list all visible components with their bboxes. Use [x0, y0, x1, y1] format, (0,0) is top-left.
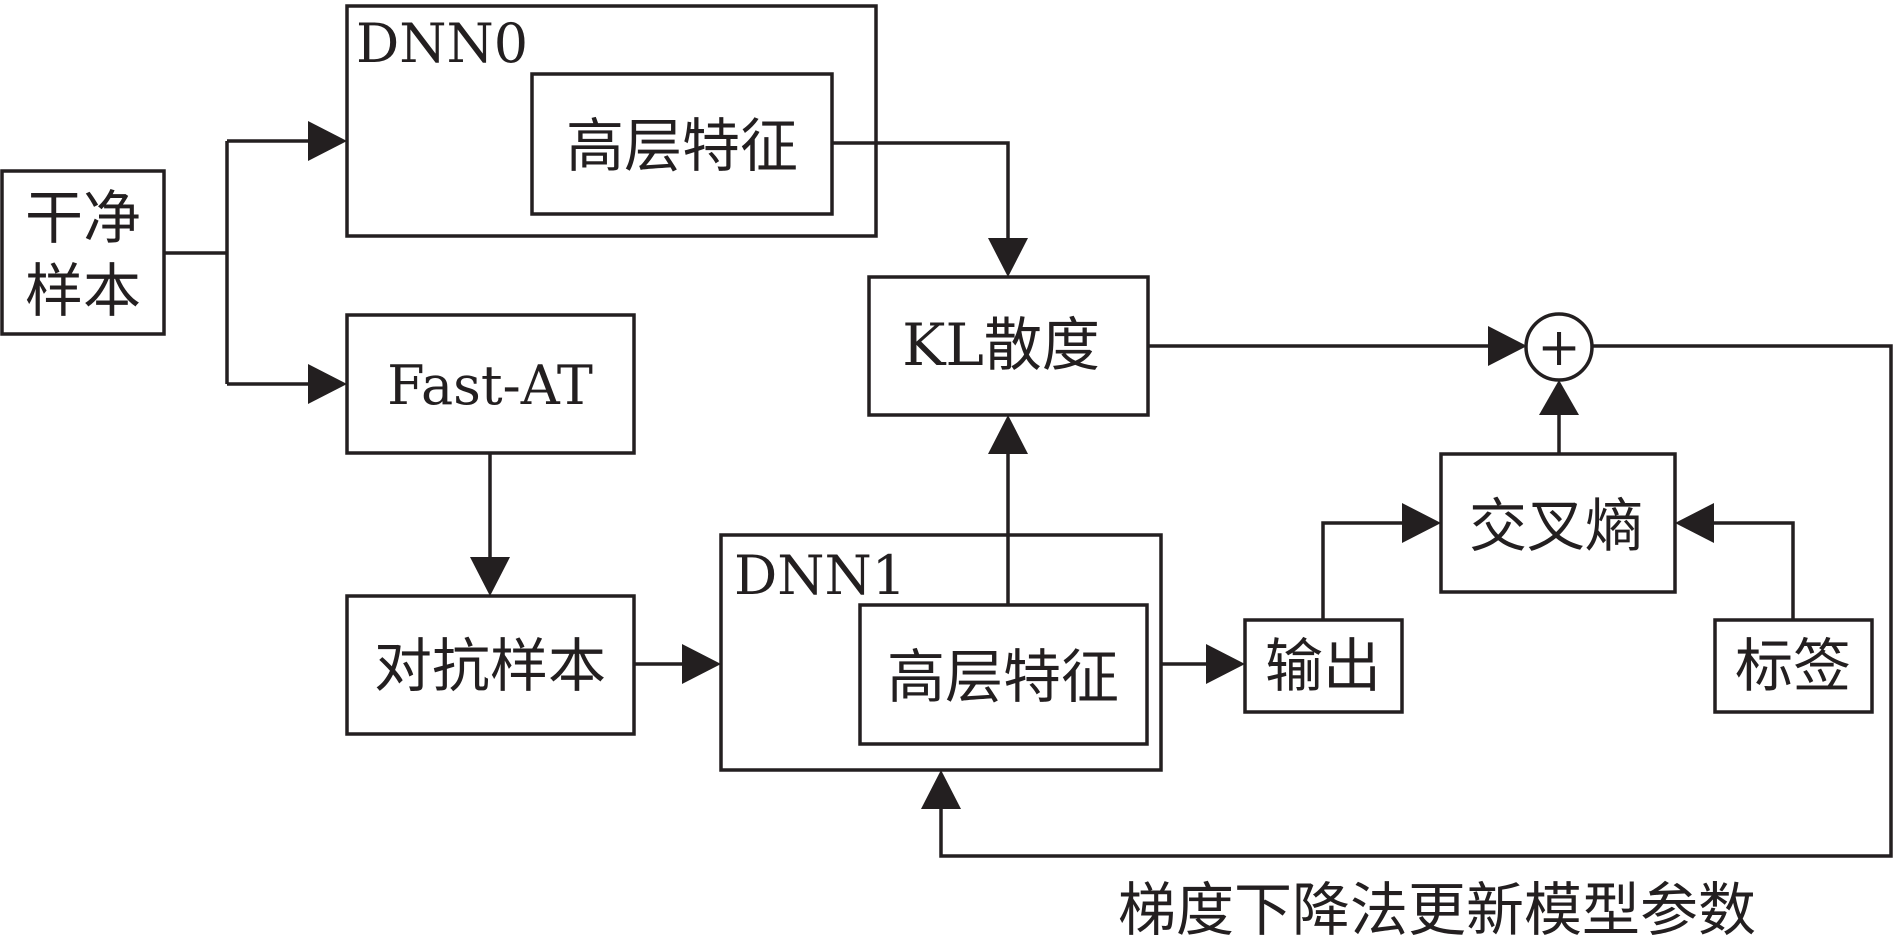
feedback-caption: 梯度下降法更新模型参数 — [1118, 876, 1756, 944]
edge-dnn0-feature-to-kl — [832, 141, 1010, 238]
clean-samples-label-line1: 干净 — [25, 184, 141, 252]
arrow-into-dnn0 — [308, 121, 347, 161]
arrow-into-dnn1 — [682, 644, 721, 684]
arrow-into-fast-at — [308, 364, 347, 404]
output-node: 输出 — [1243, 618, 1404, 714]
kl-divergence-label: KL散度 — [902, 311, 1100, 379]
arrow-into-output — [1206, 644, 1245, 684]
arrow-into-adversarial — [470, 557, 510, 596]
cross-entropy-node: 交叉熵 — [1439, 452, 1677, 594]
edge-output-to-cross-entropy — [1321, 521, 1402, 620]
cross-entropy-label: 交叉熵 — [1469, 492, 1643, 560]
sum-node: + — [1524, 312, 1594, 382]
adversarial-samples-node: 对抗样本 — [345, 594, 636, 736]
dnn1-label: DNN1 — [734, 544, 906, 607]
arrowheads — [308, 121, 1714, 809]
label-node-label: 标签 — [1735, 632, 1851, 700]
connectors — [164, 139, 1893, 858]
sum-symbol: + — [1537, 318, 1581, 378]
output-label: 输出 — [1265, 632, 1381, 700]
arrow-into-sum-bottom — [1539, 380, 1579, 415]
label-node: 标签 — [1713, 618, 1874, 714]
arrow-into-cross-entropy-right — [1675, 503, 1714, 543]
dnn1-feature-label: 高层特征 — [887, 643, 1119, 711]
edge-sum-feedback-to-dnn1 — [939, 344, 1893, 858]
clean-samples-node: 干净 样本 — [0, 169, 166, 336]
dnn0-feature-node: 高层特征 — [530, 72, 834, 216]
edge-label-to-cross-entropy — [1714, 521, 1795, 620]
kl-divergence-node: KL散度 — [867, 275, 1150, 417]
arrow-into-sum-left — [1488, 326, 1527, 366]
arrow-into-cross-entropy-left — [1402, 503, 1441, 543]
arrow-feedback-into-dnn1 — [921, 770, 961, 809]
clean-samples-label-line2: 样本 — [25, 257, 141, 325]
dnn1-feature-node: 高层特征 — [858, 603, 1149, 746]
arrow-into-kl-bottom — [988, 415, 1028, 454]
fast-at-label: Fast-AT — [387, 354, 593, 417]
adversarial-samples-label: 对抗样本 — [374, 632, 606, 700]
dnn0-feature-label: 高层特征 — [566, 112, 798, 180]
fast-at-node: Fast-AT — [345, 313, 636, 455]
dnn0-label: DNN0 — [356, 12, 528, 75]
arrow-into-kl-top — [988, 238, 1028, 277]
